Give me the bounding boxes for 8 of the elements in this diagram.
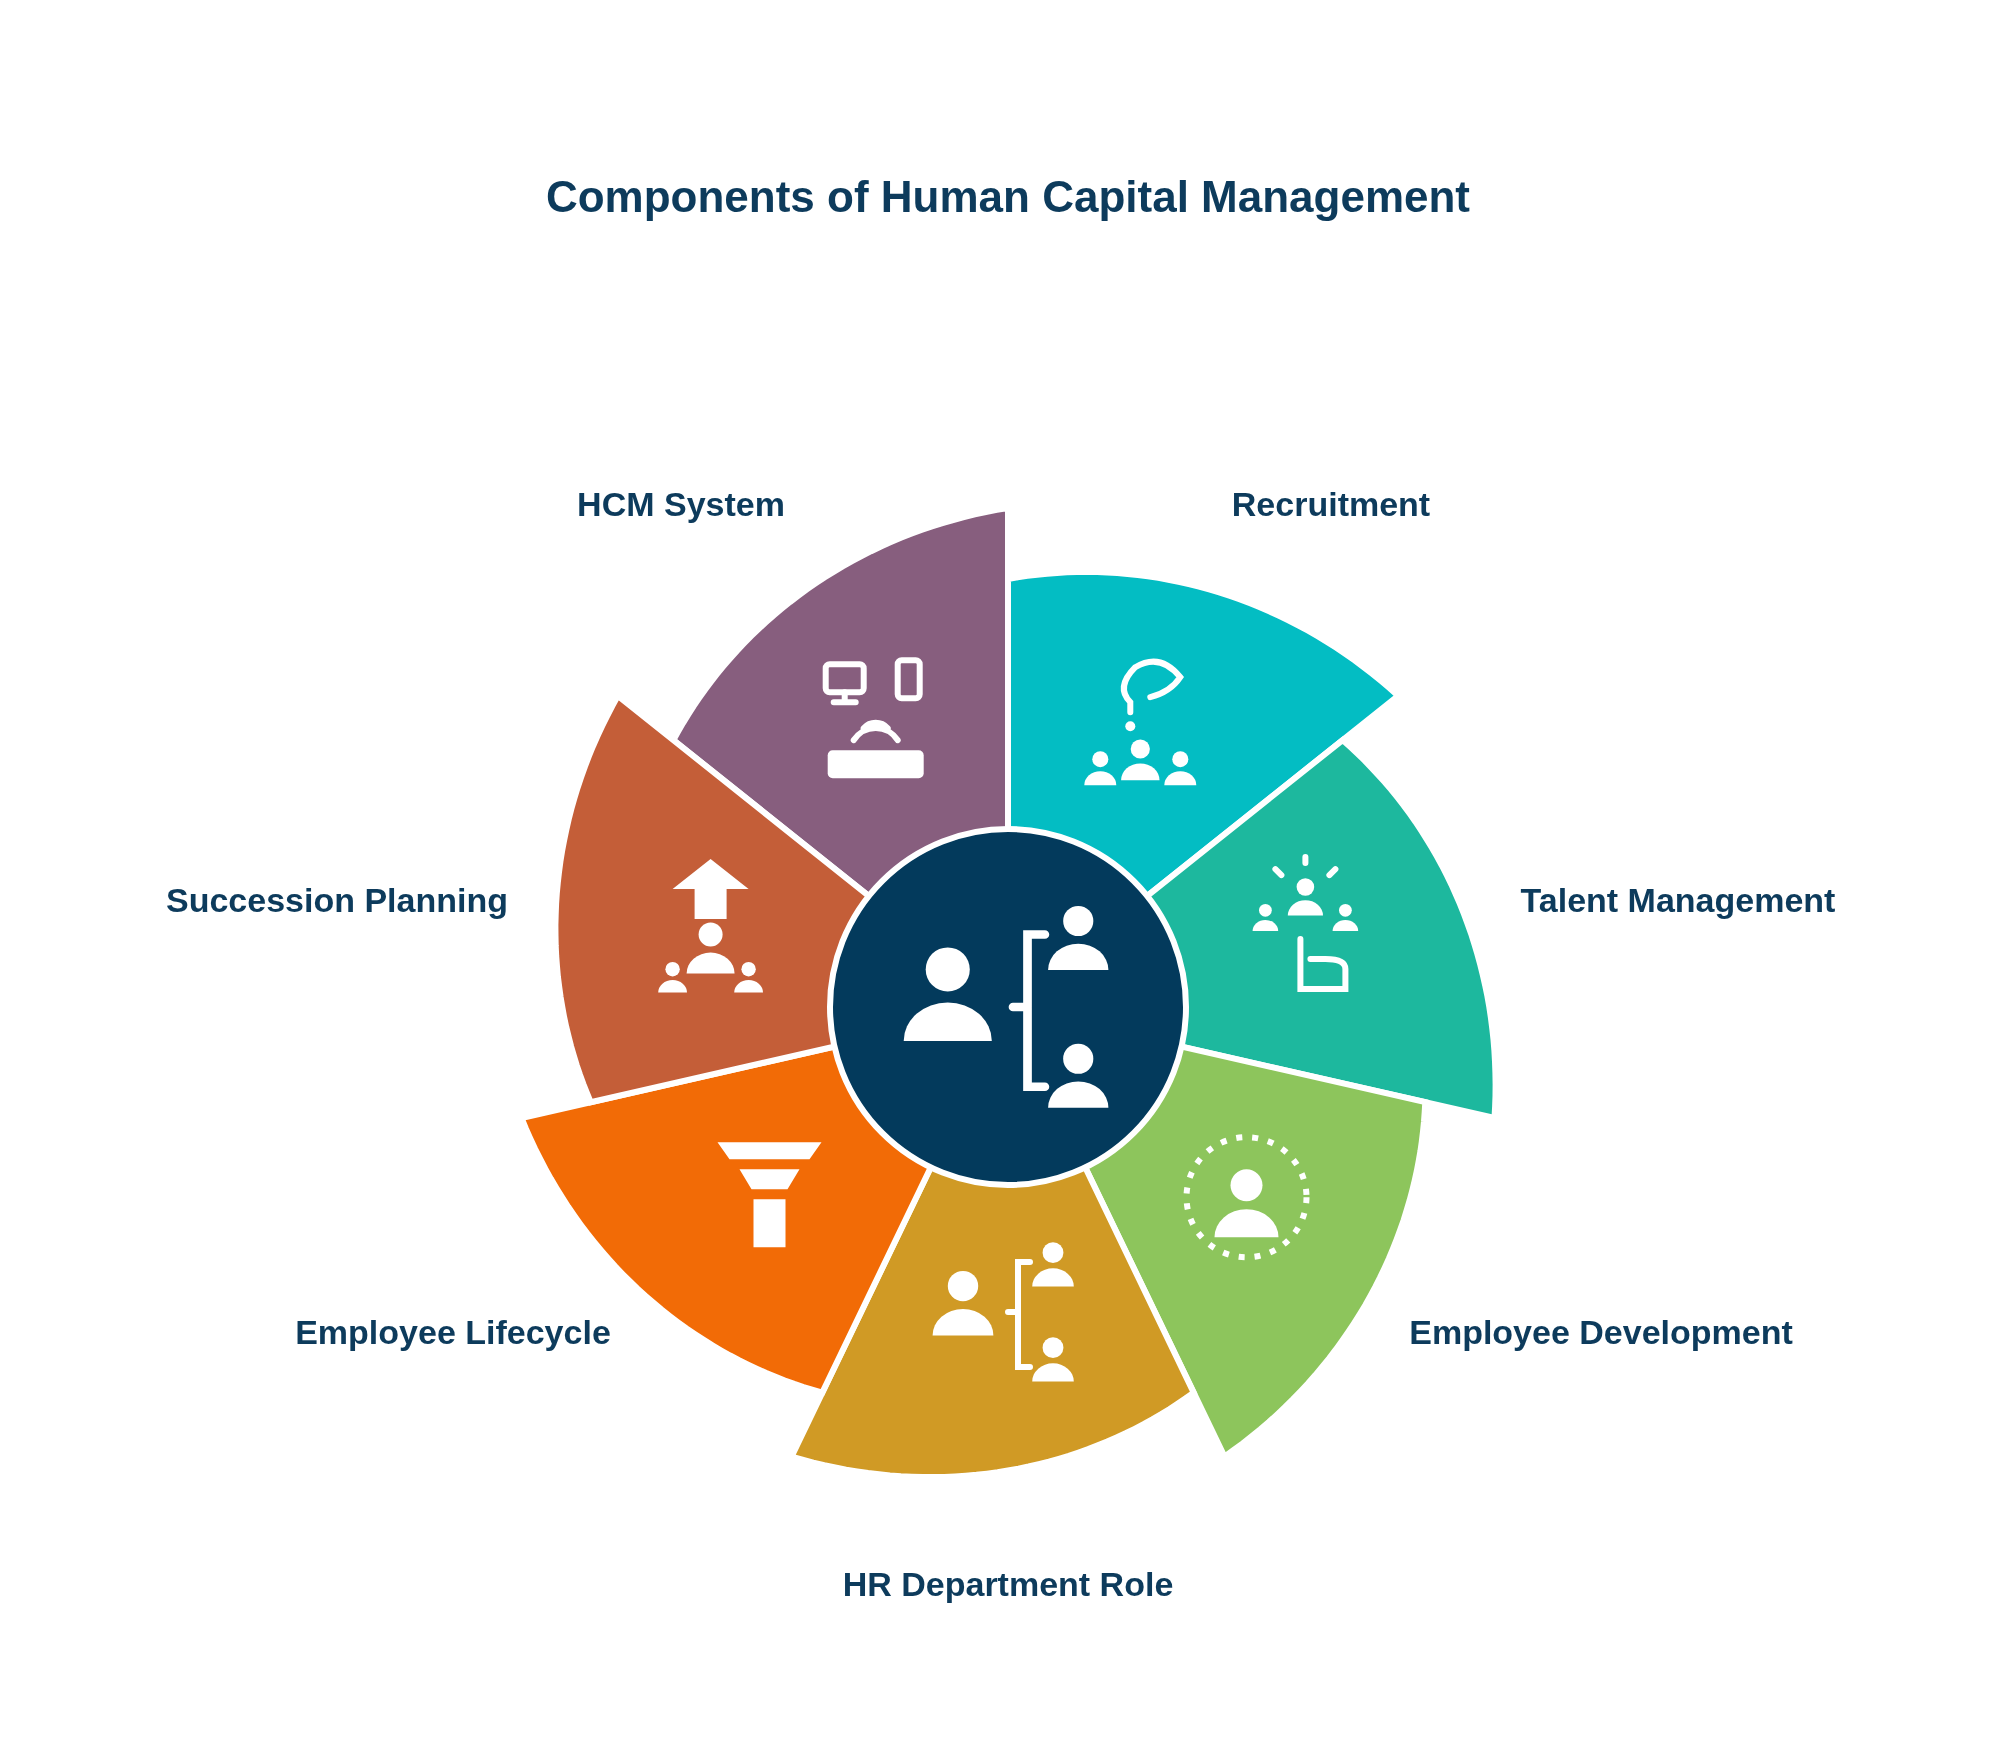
segment-label: Employee Development	[1409, 1312, 1793, 1352]
segment-label: Employee Lifecycle	[295, 1312, 611, 1352]
segment-label: Succession Planning	[166, 880, 508, 920]
segment-label: HR Department Role	[842, 1564, 1174, 1604]
diagram-title: Components of Human Capital Management	[544, 172, 1472, 222]
segment-label: Talent Management	[1520, 880, 1836, 920]
segment-label: HCM System	[577, 484, 785, 524]
segment-label: Recruitment	[1231, 484, 1431, 524]
